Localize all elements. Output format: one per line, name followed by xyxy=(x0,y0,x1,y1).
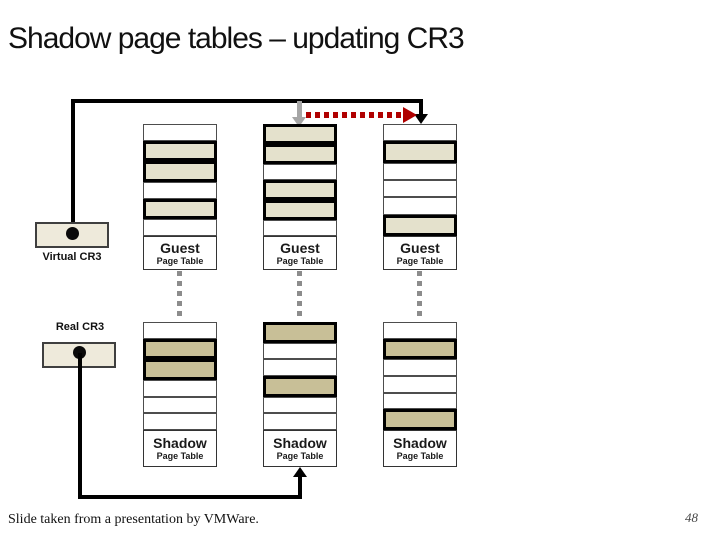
shadow-page-table-2-label: Shadow Page Table xyxy=(263,430,337,467)
guest-page-table-1-rows xyxy=(143,124,217,237)
guest-shadow-connector-3 xyxy=(417,271,422,321)
shadow-page-table-2-rows xyxy=(263,322,337,431)
table-title: Guest xyxy=(160,239,200,256)
gray-arrowhead-down-icon xyxy=(292,117,306,127)
red-arrowhead-right-icon xyxy=(403,107,417,123)
page-number: 48 xyxy=(685,510,698,525)
page-table-entry-shaded xyxy=(143,359,217,381)
table-title: Shadow xyxy=(153,435,207,451)
page-table-entry-shaded xyxy=(263,144,337,164)
real-cr3-label: Real CR3 xyxy=(55,321,105,333)
virtual-cr3-line-vertical xyxy=(71,100,75,233)
virtual-cr3-line-drop xyxy=(419,99,423,115)
guest-page-table-1-label: Guest Page Table xyxy=(143,236,217,270)
arrowhead-up-icon xyxy=(293,467,307,477)
table-subtitle: Page Table xyxy=(276,451,324,461)
page-table-entry-plain xyxy=(383,162,457,180)
page-table-entry-plain xyxy=(263,342,337,360)
table-subtitle: Page Table xyxy=(276,255,324,266)
page-table-entry-shaded xyxy=(383,338,457,360)
guest-shadow-connector-1 xyxy=(177,271,182,321)
page-table-entry-plain xyxy=(383,359,457,377)
page-table-entry-plain xyxy=(383,322,457,339)
page-table-entry-shaded xyxy=(263,180,337,200)
shadow-page-table-3: Shadow Page Table xyxy=(383,322,457,467)
page-table-entry-plain xyxy=(263,396,337,414)
page-table-entry-shaded xyxy=(383,214,457,236)
arrowhead-down-icon xyxy=(414,114,428,124)
table-subtitle: Page Table xyxy=(396,451,444,461)
shadow-page-table-1: Shadow Page Table xyxy=(143,322,217,467)
page-table-entry-shaded xyxy=(143,140,217,162)
page-table-entry-shaded xyxy=(263,124,337,144)
footer-attribution: Slide taken from a presentation by VMWar… xyxy=(8,512,259,527)
guest-page-table-3: Guest Page Table xyxy=(383,124,457,270)
page-table-entry-plain xyxy=(263,413,337,431)
page-table-entry-shaded xyxy=(263,376,337,397)
page-table-entry-plain xyxy=(143,182,217,199)
virtual-cr3-dot-icon xyxy=(66,227,79,240)
page-table-entry-plain xyxy=(383,197,457,215)
guest-page-table-1: Guest Page Table xyxy=(143,124,217,270)
shadow-page-table-3-label: Shadow Page Table xyxy=(383,430,457,467)
page-table-entry-shaded xyxy=(143,161,217,183)
page-table-entry-plain xyxy=(143,380,217,397)
page-table-entry-shaded xyxy=(143,338,217,360)
table-title: Shadow xyxy=(393,435,447,451)
page-table-entry-shaded xyxy=(383,409,457,431)
table-title: Shadow xyxy=(273,435,327,451)
shadow-page-table-2: Shadow Page Table xyxy=(263,322,337,467)
cr3-update-dotted-arrow xyxy=(306,112,404,118)
page-table-entry-plain xyxy=(143,322,217,339)
table-title: Guest xyxy=(400,239,440,256)
page-table-entry-plain xyxy=(143,219,217,237)
page-table-entry-plain xyxy=(383,179,457,198)
virtual-cr3-line-horizontal xyxy=(71,99,423,103)
page-table-entry-plain xyxy=(263,164,337,180)
real-cr3-line-rise xyxy=(298,477,302,499)
guest-page-table-2-rows xyxy=(263,124,337,236)
page-table-entry-shaded xyxy=(263,322,337,343)
table-subtitle: Page Table xyxy=(156,451,204,461)
guest-page-table-3-rows xyxy=(383,124,457,236)
page-table-entry-shaded xyxy=(383,141,457,163)
guest-page-table-3-label: Guest Page Table xyxy=(383,236,457,270)
real-cr3-line-vertical xyxy=(78,353,82,499)
shadow-page-table-1-rows xyxy=(143,322,217,431)
page-table-entry-plain xyxy=(263,359,337,377)
table-subtitle: Page Table xyxy=(156,255,204,266)
page-table-entry-plain xyxy=(383,392,457,410)
real-cr3-line-horizontal xyxy=(78,495,302,499)
page-table-entry-shaded xyxy=(263,200,337,220)
page-table-entry-plain xyxy=(263,220,337,236)
page-table-entry-shaded xyxy=(143,198,217,220)
page-table-entry-plain xyxy=(383,376,457,393)
page-table-entry-plain xyxy=(143,396,217,414)
guest-page-table-2-label: Guest Page Table xyxy=(263,236,337,270)
real-cr3-dot-icon xyxy=(73,346,86,359)
virtual-cr3-label: Virtual CR3 xyxy=(42,251,102,263)
page-table-entry-plain xyxy=(143,124,217,141)
old-pointer-gray-stem xyxy=(297,101,302,118)
shadow-page-table-3-rows xyxy=(383,322,457,431)
guest-shadow-connector-2 xyxy=(297,271,302,321)
guest-page-table-2: Guest Page Table xyxy=(263,124,337,270)
table-title: Guest xyxy=(280,239,320,256)
page-table-entry-plain xyxy=(383,124,457,142)
slide-title: Shadow page tables – updating CR3 xyxy=(8,22,465,55)
page-table-entry-plain xyxy=(143,413,217,431)
table-subtitle: Page Table xyxy=(396,255,444,266)
shadow-page-table-1-label: Shadow Page Table xyxy=(143,430,217,467)
